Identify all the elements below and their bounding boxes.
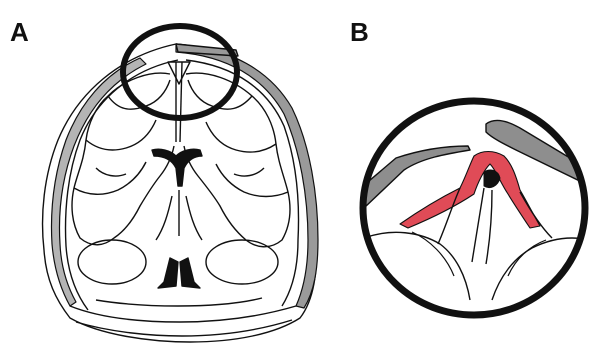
sinus-highlight-red [400, 152, 540, 229]
nasal-cavity [158, 258, 200, 288]
superior-sinus-a [168, 62, 190, 84]
falx-line-b2 [486, 190, 492, 264]
left-gyri-fold-2 [86, 120, 156, 150]
brainstem-left [156, 196, 172, 240]
skull-base-line-3 [96, 298, 262, 306]
falx-line-b [472, 188, 484, 262]
magnification-circle-b [363, 101, 585, 315]
left-gyri-fold-4 [96, 168, 126, 176]
sinus-lumen [484, 170, 500, 188]
cortex-curve-mid-right [508, 240, 546, 276]
right-gyri-fold-2 [206, 122, 276, 152]
left-gyri-fold-3 [74, 162, 146, 194]
skull-section-a [43, 26, 318, 342]
magnification-circle-a [123, 26, 237, 118]
right-gyri-fold-4 [234, 168, 264, 176]
cortex-curve-mid-left [412, 232, 454, 276]
right-temporal-lobe [206, 240, 278, 284]
skull-base-line-1 [70, 306, 296, 322]
brainstem-right [186, 196, 202, 240]
falx-line-2 [180, 62, 182, 142]
right-gyri-fold-3 [216, 164, 288, 197]
left-temporal-lobe [78, 240, 146, 284]
lateral-ventricles [152, 149, 202, 186]
sinus-detail-b [356, 101, 590, 315]
